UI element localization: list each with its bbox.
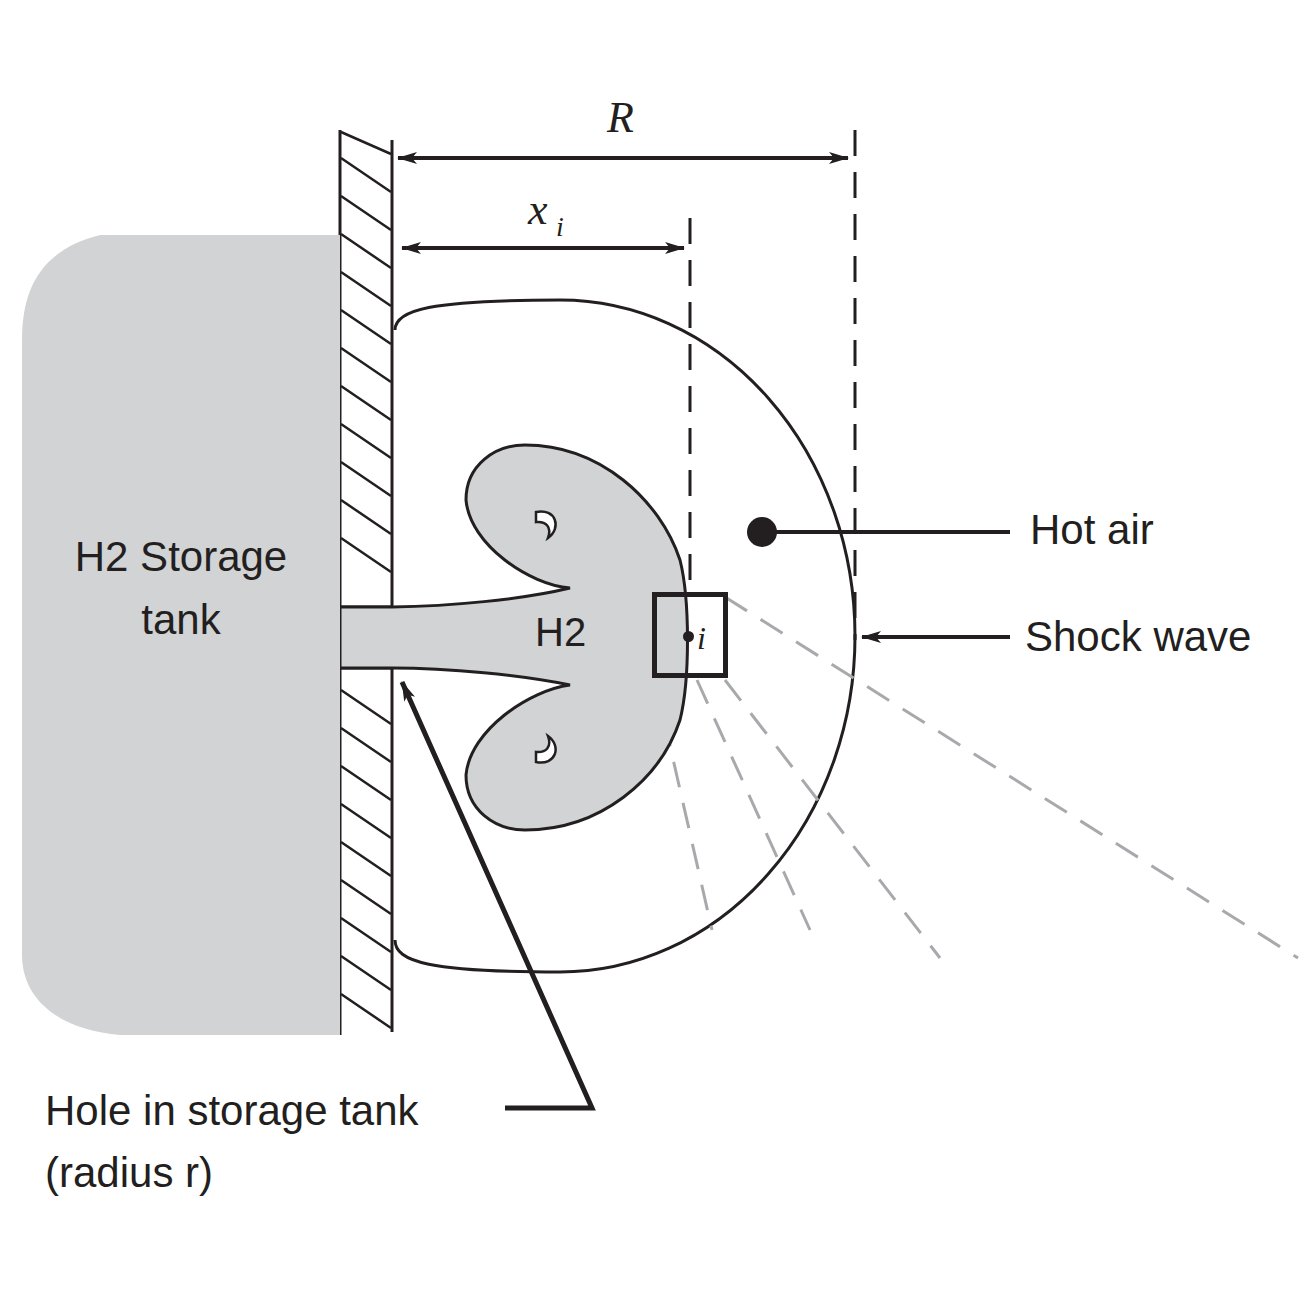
leader-arrow [862, 635, 1010, 639]
tank-wall [340, 130, 392, 1035]
hatch-line [341, 918, 391, 952]
node-text: i [697, 619, 706, 657]
dimension-label: x [528, 184, 548, 237]
hatch-line [341, 348, 391, 382]
hatch-line [341, 728, 391, 762]
sample-box: i [652, 592, 728, 678]
leader-line [762, 530, 1010, 534]
subscript: i [556, 210, 564, 244]
hatch-line [341, 842, 391, 876]
hatch-line [341, 804, 391, 838]
callout-label: Hot air [1030, 505, 1154, 555]
hydrogen-plume-shape [340, 440, 700, 840]
sample-point [683, 631, 694, 642]
hydrogen-plume: H2 [340, 440, 700, 840]
hatch-line [341, 690, 391, 724]
hatch-line [341, 132, 391, 154]
dimension-arrow [402, 246, 684, 250]
dimension-label: R [607, 92, 634, 145]
callout-label: Hole in storage tank (radius r) [45, 1080, 525, 1204]
storage-tank-outline [22, 235, 340, 1035]
callout-label: Shock wave [1025, 612, 1251, 662]
dimension-guides [690, 130, 855, 640]
vortex-curl [536, 736, 556, 763]
node-text: H2 [535, 608, 586, 656]
hatch-line [341, 424, 391, 458]
rays [655, 597, 1298, 958]
node-text: H2 Storage tank [22, 525, 340, 651]
hatch-line [341, 272, 391, 306]
hatch-line [341, 500, 391, 534]
dimension-arrow [398, 156, 848, 160]
hatch-line [341, 880, 391, 914]
hatch-line [341, 462, 391, 496]
hatch-line [341, 956, 391, 990]
hatch-line [341, 196, 391, 230]
hatch-line [341, 994, 391, 1028]
storage-tank: H2 Storage tank [22, 235, 340, 1035]
hatch-line [341, 538, 391, 572]
hatch-line [341, 386, 391, 420]
hydrogen-plume-outline [340, 445, 688, 830]
hatch-line [341, 158, 391, 192]
hatch-line [341, 234, 391, 268]
vortex-curl [536, 511, 556, 538]
hatch-line [341, 766, 391, 800]
hatch-line [341, 310, 391, 344]
